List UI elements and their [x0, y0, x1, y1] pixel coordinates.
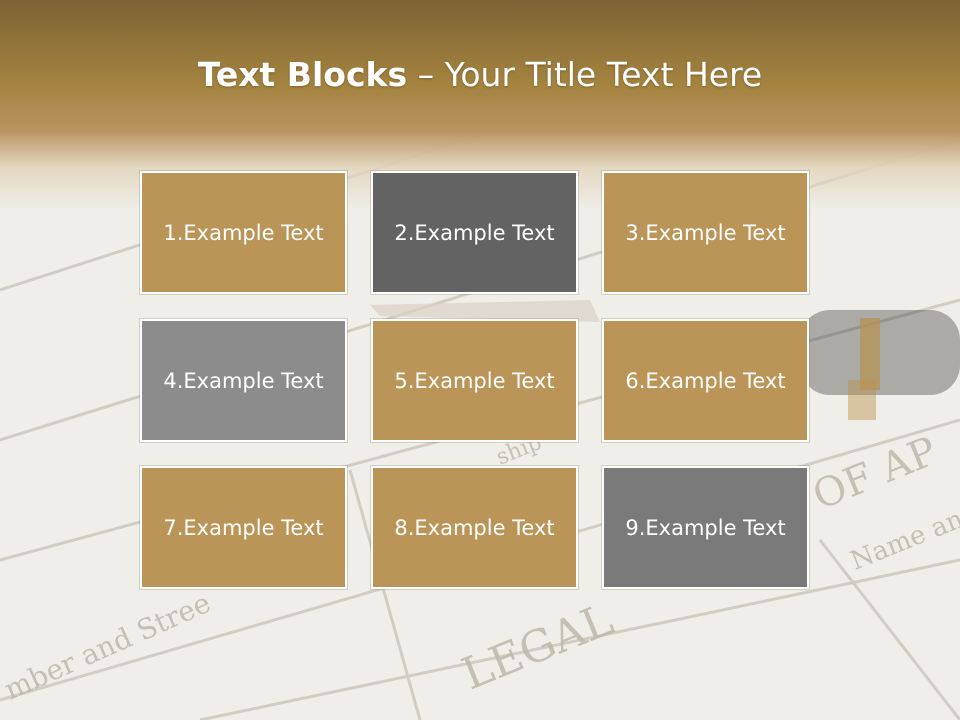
text-block-label: 2.Example Text	[394, 220, 555, 245]
text-block-3[interactable]: 3.Example Text	[602, 171, 809, 294]
text-block-7[interactable]: 7.Example Text	[140, 466, 347, 589]
slide-title: Text Blocks – Your Title Text Here	[0, 52, 960, 98]
title-rest: Your Title Text Here	[444, 55, 763, 94]
title-bold-part: Text Blocks	[197, 55, 408, 94]
text-block-label: 7.Example Text	[163, 515, 324, 540]
text-block-6[interactable]: 6.Example Text	[602, 319, 809, 442]
fountain-pen-icon	[370, 300, 960, 420]
text-block-label: 8.Example Text	[394, 515, 555, 540]
title-separator: –	[407, 55, 445, 94]
text-block-label: 4.Example Text	[163, 368, 324, 393]
text-block-label: 9.Example Text	[625, 515, 786, 540]
text-block-label: 6.Example Text	[625, 368, 786, 393]
text-block-label: 3.Example Text	[625, 220, 786, 245]
text-block-2[interactable]: 2.Example Text	[371, 171, 578, 294]
text-block-4[interactable]: 4.Example Text	[140, 319, 347, 442]
text-block-1[interactable]: 1.Example Text	[140, 171, 347, 294]
text-block-5[interactable]: 5.Example Text	[371, 319, 578, 442]
text-block-label: 1.Example Text	[163, 220, 324, 245]
text-block-9[interactable]: 9.Example Text	[602, 466, 809, 589]
text-block-8[interactable]: 8.Example Text	[371, 466, 578, 589]
text-block-label: 5.Example Text	[394, 368, 555, 393]
